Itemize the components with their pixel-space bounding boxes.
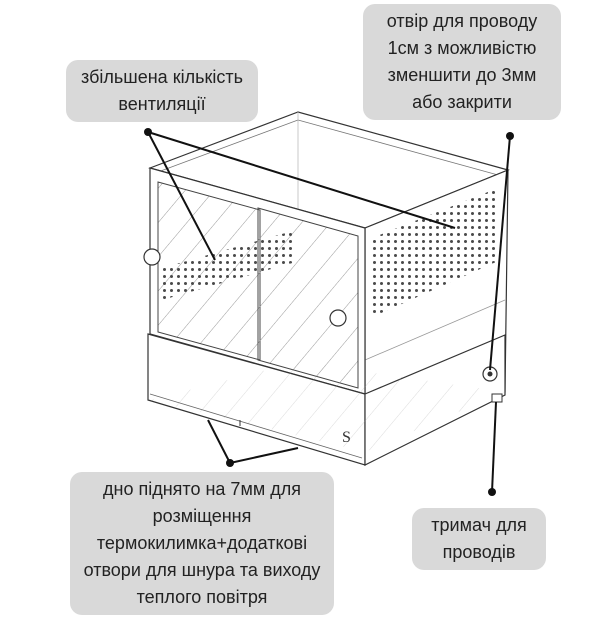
- cable-hole-label-line: отвір для проводу: [386, 11, 538, 31]
- side-ventilation-grid: [370, 188, 498, 318]
- cable-hole-label: отвір для проводу 1см з можливістю зменш…: [363, 4, 561, 120]
- leader-lines: [147, 131, 511, 493]
- cable-hole-detail: [491, 393, 503, 403]
- logo-mark: S: [342, 429, 351, 446]
- raised-bottom-label-line: термокилимка+додаткові: [96, 533, 308, 553]
- cable-hole-label-line: 1см з можливістю: [387, 38, 537, 58]
- raised-bottom-label-line: теплого повітря: [136, 587, 268, 607]
- raised-bottom-label: дно піднято на 7мм для розміщення термок…: [70, 472, 334, 615]
- cable-hole-label-line: зменшити до 3мм: [387, 65, 537, 85]
- raised-bottom-label-line: розміщення: [152, 506, 252, 526]
- cable-holder-label-line: проводів: [442, 542, 516, 562]
- floor: [150, 362, 505, 452]
- raised-bottom-label-line: отвори для шнура та виходу: [83, 560, 321, 580]
- right-glass-door: [257, 207, 359, 389]
- left-door-knob: [143, 248, 161, 266]
- ventilation-label-line: збільшена кількість: [81, 67, 243, 87]
- cable-holder-label: тримач для проводів: [412, 508, 546, 570]
- cable-holder-label-line: тримач для: [431, 515, 527, 535]
- cable-hole-label-line: або закрити: [412, 92, 512, 112]
- raised-bottom-label-line: дно піднято на 7мм для: [103, 479, 301, 499]
- ventilation-label-line: вентиляції: [118, 94, 206, 114]
- ventilation-label: збільшена кількість вентиляції: [66, 60, 258, 122]
- front-ventilation-grid: [162, 230, 296, 300]
- leader-dots: [144, 128, 514, 496]
- right-door-knob: [329, 309, 347, 327]
